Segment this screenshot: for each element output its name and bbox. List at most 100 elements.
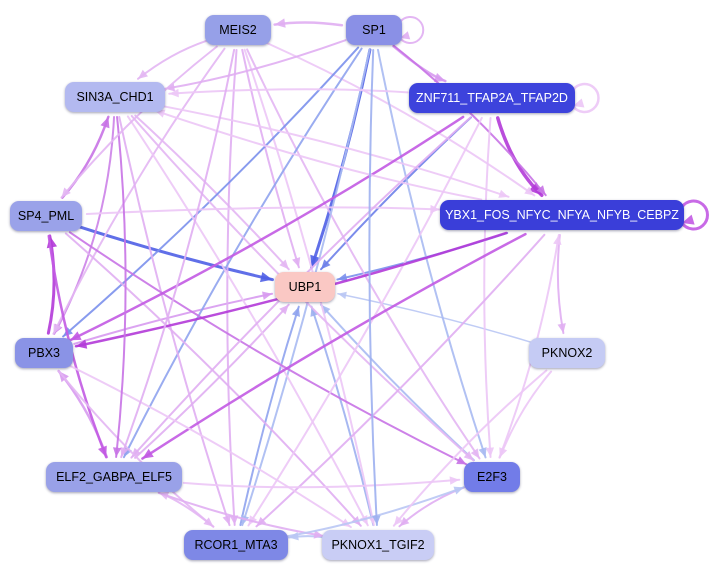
edge-ZNF711-SIN3A[interactable]	[168, 88, 409, 95]
edge-ELF2-UBP1[interactable]	[134, 303, 290, 459]
edge-MEIS2-SP4[interactable]	[60, 45, 218, 199]
edge-MEIS2-E2F3[interactable]	[246, 48, 481, 460]
arrowhead-icon	[279, 304, 289, 315]
node-SIN3A[interactable]: SIN3A_CHD1	[65, 82, 165, 112]
arrowhead-icon	[478, 447, 487, 458]
arrowhead-icon	[524, 186, 535, 196]
arrowhead-icon	[682, 214, 695, 225]
node-ELF2[interactable]: ELF2_GABPA_ELF5	[46, 462, 182, 492]
arrowhead-icon	[557, 323, 566, 334]
arrowhead-icon	[498, 189, 509, 198]
edge-PKNOX1-UBP1[interactable]	[310, 305, 375, 527]
arrowhead-icon	[310, 254, 321, 268]
arrowhead-icon	[169, 88, 179, 98]
self-loop-ZNF711[interactable]	[571, 82, 600, 114]
arrowhead-icon	[165, 83, 176, 92]
arrowhead-icon	[449, 476, 460, 485]
arrowhead-icon	[313, 530, 324, 539]
arrowhead-icon	[97, 445, 107, 458]
edge-SP4-YBX1[interactable]	[85, 206, 441, 216]
edge-YBX1-PKNOX2[interactable]	[556, 233, 565, 335]
node-PKNOX2[interactable]: PKNOX2	[529, 338, 605, 368]
arrowhead-icon	[53, 323, 62, 334]
edge-ZNF711-E2F3[interactable]	[483, 116, 492, 459]
arrowhead-icon	[337, 291, 347, 300]
edge-MEIS2-YBX1[interactable]	[265, 41, 536, 197]
edge-SP4-PKNOX1[interactable]	[64, 232, 362, 527]
edge-YBX1-RCOR1[interactable]	[255, 233, 546, 528]
edge-SP1-YBX1[interactable]	[393, 44, 547, 197]
arrowhead-icon	[536, 185, 546, 196]
arrowhead-icon	[321, 259, 331, 270]
arrowhead-icon	[463, 451, 474, 461]
node-PBX3[interactable]: PBX3	[15, 338, 73, 368]
arrowhead-icon	[456, 456, 467, 465]
node-SP1[interactable]: SP1	[346, 15, 402, 45]
edge-SP1-PKNOX1[interactable]	[368, 48, 378, 527]
arrowhead-icon	[120, 446, 129, 458]
edge-SIN3A-ELF2[interactable]	[115, 115, 127, 459]
arrowhead-icon	[274, 18, 286, 28]
arrowhead-icon	[279, 259, 289, 270]
arrowhead-icon	[291, 306, 300, 317]
node-RCOR1[interactable]: RCOR1_MTA3	[184, 530, 288, 560]
arrowhead-icon	[138, 69, 149, 79]
edge-ELF2-PBX3[interactable]	[57, 369, 109, 459]
node-E2F3[interactable]: E2F3	[464, 462, 520, 492]
edge-SIN3A-YBX1[interactable]	[162, 105, 510, 198]
edge-PBX3-PKNOX1[interactable]	[69, 364, 352, 529]
arrowhead-icon	[203, 517, 214, 527]
edge-MEIS2-PBX3[interactable]	[52, 47, 226, 335]
arrowhead-icon	[75, 339, 88, 349]
node-PKNOX1[interactable]: PKNOX1_TGIF2	[322, 530, 434, 560]
edge-YBX1-ELF2[interactable]	[141, 232, 527, 460]
edge-MEIS2-SIN3A[interactable]	[137, 39, 208, 80]
arrowhead-icon	[292, 257, 301, 268]
node-ZNF711[interactable]: ZNF711_TFAP2A_TFAP2D	[409, 83, 575, 113]
self-loop-YBX1[interactable]	[680, 199, 709, 231]
arrowhead-icon	[70, 331, 82, 341]
arrowhead-icon	[61, 187, 71, 198]
edge-SP1-UBP1[interactable]	[310, 48, 372, 269]
node-MEIS2[interactable]: MEIS2	[205, 15, 271, 45]
node-SP4[interactable]: SP4_PML	[10, 201, 82, 231]
node-UBP1[interactable]: UBP1	[275, 272, 335, 302]
self-loop-SP1[interactable]	[399, 16, 425, 44]
arrowhead-icon	[485, 447, 495, 458]
arrowhead-icon	[112, 447, 122, 458]
edge-SIN3A-UBP1[interactable]	[134, 114, 290, 271]
edge-SP1-E2F3[interactable]	[376, 48, 487, 459]
edge-E2F3-UBP1[interactable]	[319, 303, 475, 462]
edge-PKNOX2-PKNOX1[interactable]	[392, 369, 548, 527]
edge-SP4-SIN3A[interactable]	[61, 115, 110, 199]
edge-ELF2-E2F3[interactable]	[182, 478, 461, 489]
arrowhead-icon	[372, 515, 381, 526]
arrowhead-icon	[400, 31, 411, 40]
edge-MEIS2-ELF2[interactable]	[120, 48, 236, 459]
edge-PBX3-RCOR1[interactable]	[57, 370, 215, 528]
edge-MEIS2-UBP1[interactable]	[241, 48, 300, 269]
arrowhead-icon	[256, 516, 267, 527]
edge-SIN3A-PKNOX1[interactable]	[126, 115, 369, 527]
edge-SIN3A-RCOR1[interactable]	[118, 115, 231, 527]
edge-PBX3-UBP1[interactable]	[73, 292, 274, 345]
arrowhead-icon	[453, 486, 464, 495]
node-YBX1[interactable]: YBX1_FOS_NFYC_NFYA_NFYB_CEBPZ	[440, 200, 684, 230]
arrowhead-icon	[393, 515, 404, 526]
arrowhead-icon	[470, 448, 480, 459]
edge-SP1-SIN3A[interactable]	[164, 39, 347, 90]
edge-SP1-ELF2[interactable]	[122, 47, 363, 459]
arrowhead-icon	[142, 448, 154, 459]
edge-SP4-UBP1[interactable]	[78, 225, 274, 282]
edge-RCOR1-UBP1[interactable]	[239, 305, 300, 527]
arrowhead-icon	[573, 98, 585, 108]
edge-RCOR1-E2F3[interactable]	[286, 486, 465, 538]
edge-SP4-E2F3[interactable]	[68, 231, 468, 466]
arrowhead-icon	[528, 182, 542, 196]
edge-YBX1-SIN3A[interactable]	[154, 109, 483, 201]
arrowhead-icon	[222, 514, 231, 526]
arrowhead-icon	[553, 234, 562, 245]
edge-PKNOX2-UBP1[interactable]	[337, 293, 532, 343]
edge-MEIS2-RCOR1[interactable]	[226, 48, 238, 527]
